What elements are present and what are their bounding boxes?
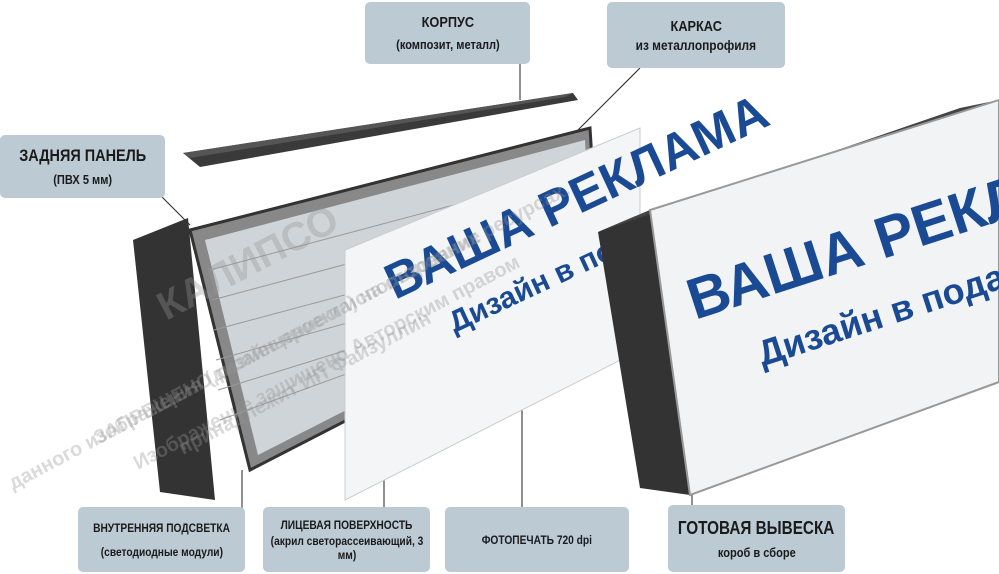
label-subtitle: короб в сборе bbox=[717, 544, 796, 560]
label-title: ЗАДНЯЯ ПАНЕЛЬ bbox=[19, 146, 146, 165]
back-panel bbox=[133, 218, 215, 500]
label-subtitle: из металлопрофиля bbox=[635, 36, 757, 53]
label-title: КАРКАС bbox=[670, 17, 722, 35]
label-print: ФОТОПЕЧАТЬ 720 dpi bbox=[445, 507, 629, 572]
label-subtitle: (ПВХ 5 мм) bbox=[53, 172, 112, 187]
label-back-panel: ЗАДНЯЯ ПАНЕЛЬ (ПВХ 5 мм) bbox=[0, 135, 165, 198]
finished-sign-side bbox=[598, 210, 690, 495]
label-body: КОРПУС (композит, металл) bbox=[365, 2, 530, 64]
label-title: ФОТОПЕЧАТЬ 720 dpi bbox=[481, 532, 593, 547]
label-title: ГОТОВАЯ ВЫВЕСКА bbox=[678, 517, 835, 538]
label-subtitle: (акрил светорассеивающий, 3 мм) bbox=[270, 533, 423, 562]
label-subtitle: (светодиодные модули) bbox=[100, 544, 223, 559]
body-lid bbox=[183, 93, 578, 167]
finished-sign-face bbox=[648, 98, 999, 497]
label-face: ЛИЦЕВАЯ ПОВЕРХНОСТЬ (акрил светорассеива… bbox=[263, 507, 430, 572]
label-finished: ГОТОВАЯ ВЫВЕСКА короб в сборе bbox=[668, 505, 845, 572]
label-title: ВНУТРЕННЯЯ ПОДСВЕТКА bbox=[93, 520, 230, 535]
label-lighting: ВНУТРЕННЯЯ ПОДСВЕТКА (светодиодные модул… bbox=[78, 507, 245, 572]
label-subtitle: (композит, металл) bbox=[395, 37, 500, 52]
label-title: КОРПУС bbox=[421, 14, 474, 31]
label-title: ЛИЦЕВАЯ ПОВЕРХНОСТЬ bbox=[280, 517, 413, 532]
label-frame: КАРКАС из металлопрофиля bbox=[607, 2, 785, 68]
face-sheet bbox=[344, 127, 641, 501]
